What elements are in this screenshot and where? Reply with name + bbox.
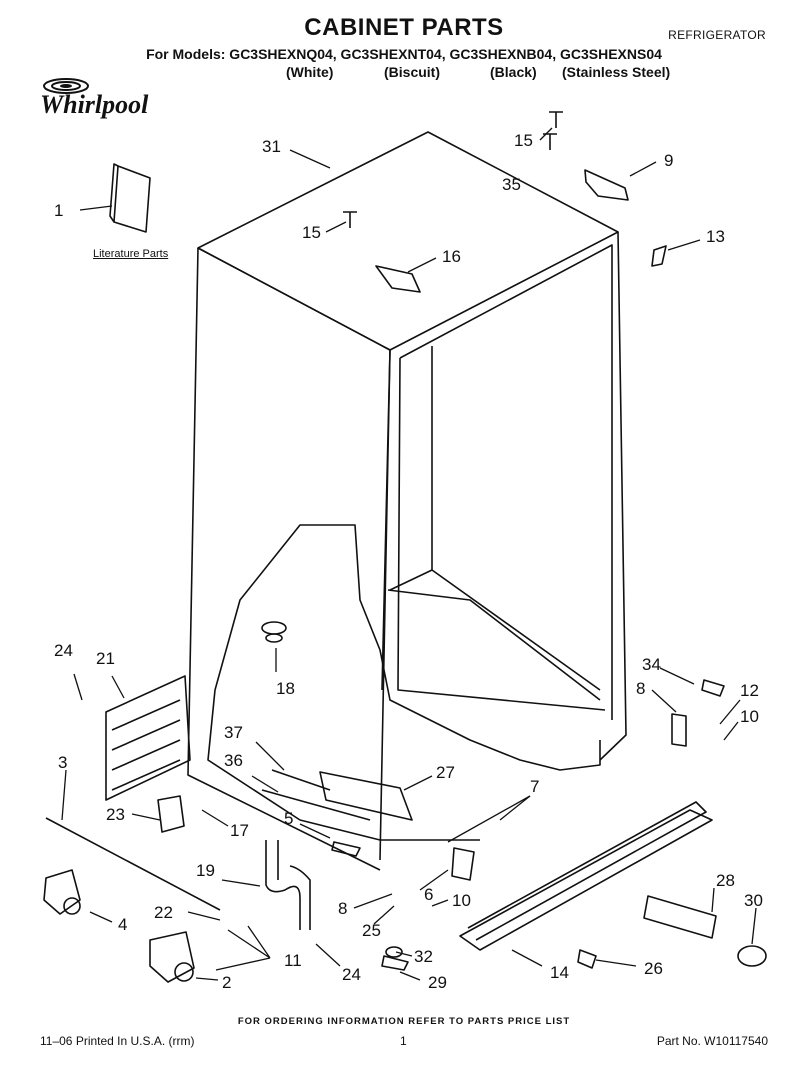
callout-9: 9 <box>664 151 673 170</box>
page-number: 1 <box>400 1034 407 1048</box>
hinge-plate-icon <box>157 795 185 833</box>
callout-8-right: 8 <box>636 679 645 698</box>
cabinet-left-edge <box>197 247 391 691</box>
callout-24-panel: 24 <box>54 641 73 660</box>
callout-7: 7 <box>530 777 539 796</box>
brand-logo: Whirlpool <box>40 90 149 119</box>
callout-36: 36 <box>224 751 243 770</box>
center-hinge-icon <box>375 265 421 293</box>
model-list: For Models: GC3SHEXNQ04, GC3SHEXNT04, GC… <box>146 46 662 62</box>
variant-white: (White) <box>286 64 334 80</box>
filter-housing-icon <box>319 771 413 821</box>
print-info: 11–06 Printed In U.S.A. (rrm) <box>40 1034 195 1048</box>
cabinet-front-edge <box>379 349 391 861</box>
callout-34: 34 <box>642 655 661 674</box>
callout-31: 31 <box>262 137 281 156</box>
callout-22: 22 <box>154 903 173 922</box>
hinge-cover-icon <box>651 245 667 267</box>
callout-21: 21 <box>96 649 115 668</box>
leveling-rod-icon <box>45 817 221 911</box>
literature-book-icon <box>113 165 151 233</box>
callout-13: 13 <box>706 227 725 246</box>
drain-icon <box>261 621 287 635</box>
tube-36 <box>261 789 371 821</box>
whirlpool-swirl-icon <box>43 78 89 94</box>
callout-19: 19 <box>196 861 215 880</box>
filter-clip-icon <box>577 949 597 969</box>
callout-6: 6 <box>424 885 433 904</box>
callout-23: 23 <box>106 805 125 824</box>
cabinet-cutaway <box>207 524 601 841</box>
callout-16: 16 <box>442 247 461 266</box>
appliance-category: REFRIGERATOR <box>668 28 766 42</box>
cabinet-right-edge <box>599 231 627 761</box>
rear-roller-icon <box>43 869 81 915</box>
callout-5: 5 <box>284 809 293 828</box>
callout-18: 18 <box>276 679 295 698</box>
callout-37: 37 <box>224 723 243 742</box>
callout-32: 32 <box>414 947 433 966</box>
callout-26: 26 <box>644 959 663 978</box>
callout-17: 17 <box>230 821 249 840</box>
callout-35: 35 <box>502 175 521 194</box>
variant-biscuit: (Biscuit) <box>384 64 440 80</box>
callout-4: 4 <box>118 915 127 934</box>
literature-parts-label: Literature Parts <box>93 248 169 260</box>
callout-15-center: 15 <box>302 223 321 242</box>
callout-2: 2 <box>222 973 231 992</box>
callout-25: 25 <box>362 921 381 940</box>
water-tube-icon <box>265 840 301 930</box>
callout-15-top: 15 <box>514 131 533 150</box>
cabinet-opening <box>399 244 613 720</box>
callout-10-bottom: 10 <box>452 891 471 910</box>
callout-24-bottom: 24 <box>342 965 361 984</box>
water-filter-icon <box>643 895 717 939</box>
callout-12: 12 <box>740 681 759 700</box>
callout-29: 29 <box>428 973 447 992</box>
callout-10-right: 10 <box>740 707 759 726</box>
page-title: CABINET PARTS <box>304 14 504 41</box>
variant-black: (Black) <box>490 64 537 80</box>
cabinet-top <box>197 131 619 351</box>
access-panel-icon <box>105 675 191 801</box>
callout-28: 28 <box>716 871 735 890</box>
tube-37 <box>271 769 331 791</box>
ordering-note: FOR ORDERING INFORMATION REFER TO PARTS … <box>237 1016 571 1027</box>
toe-grille-bracket-icon <box>451 847 475 881</box>
toe-grille-icon <box>459 809 713 951</box>
callout-11: 11 <box>284 951 302 970</box>
filter-cap-icon <box>737 945 767 967</box>
callout-27: 27 <box>436 763 455 782</box>
callout-14: 14 <box>550 963 569 982</box>
variant-stainless: (Stainless Steel) <box>562 64 671 80</box>
cabinet-side-left <box>187 247 381 871</box>
cam-icon <box>701 679 725 697</box>
part-number: Part No. W10117540 <box>656 1034 768 1048</box>
callout-1: 1 <box>54 201 63 220</box>
callout-3: 3 <box>58 753 67 772</box>
front-roller-icon <box>149 931 195 983</box>
callout-30: 30 <box>744 891 763 910</box>
upper-hinge-icon <box>584 169 629 201</box>
callout-8-bottom: 8 <box>338 899 347 918</box>
